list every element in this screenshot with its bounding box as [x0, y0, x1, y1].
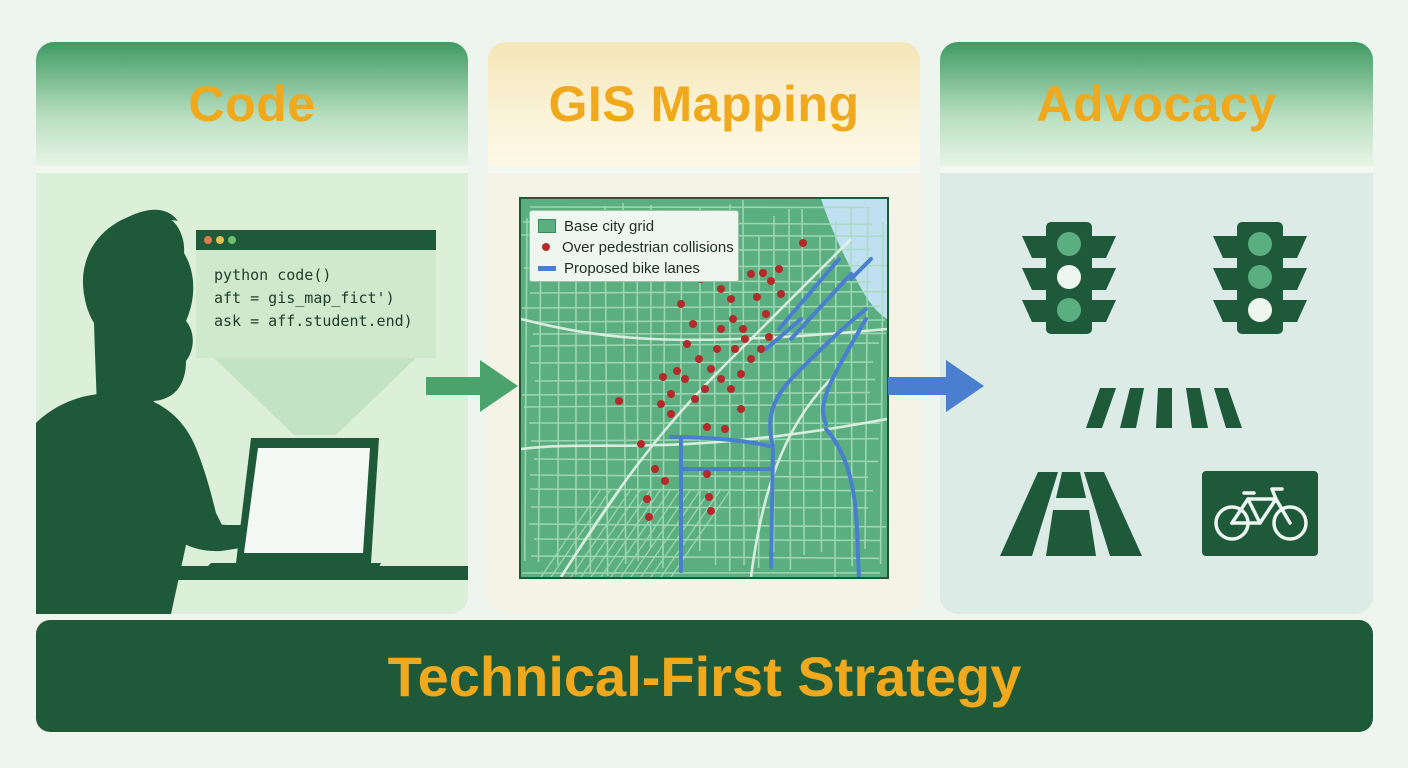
- traffic-light-icon: [1213, 222, 1307, 334]
- collision-dot: [717, 375, 725, 383]
- collision-dot: [707, 507, 715, 515]
- collision-dot: [681, 375, 689, 383]
- collision-dot: [775, 265, 783, 273]
- collision-dot: [659, 373, 667, 381]
- collision-dot: [689, 320, 697, 328]
- collision-dot: [727, 385, 735, 393]
- legend-label: Base city grid: [564, 217, 655, 235]
- gis-panel-title: GIS Mapping: [548, 76, 860, 132]
- crosswalk-icon: [1086, 388, 1242, 428]
- collision-dot: [667, 390, 675, 398]
- bicycle-sign-icon: [1202, 471, 1318, 556]
- collision-dot: [747, 355, 755, 363]
- legend-item: Proposed bike lanes: [538, 258, 700, 278]
- collision-dot: [717, 285, 725, 293]
- collision-dot: [695, 355, 703, 363]
- collision-dot: [741, 335, 749, 343]
- minimize-dot-icon: [216, 236, 224, 244]
- collision-dot: [767, 277, 775, 285]
- collision-dot: [757, 345, 765, 353]
- collision-dot: [737, 370, 745, 378]
- collision-dot: [703, 423, 711, 431]
- code-window: python code() aft = gis_map_fict')ask = a…: [196, 230, 436, 358]
- collision-dot: [691, 395, 699, 403]
- collision-dot: [643, 495, 651, 503]
- collision-dot: [651, 465, 659, 473]
- legend-item: Over pedestrian collisions: [538, 237, 734, 257]
- collision-dot: [673, 367, 681, 375]
- code-line: aft = gis_map_fict'): [214, 289, 395, 307]
- grid-swatch-icon: [538, 219, 556, 233]
- collision-dot: [747, 270, 755, 278]
- collision-dot: [705, 493, 713, 501]
- road-icon: [1000, 472, 1142, 556]
- collision-dot: [677, 300, 685, 308]
- map-canvas: [521, 199, 887, 577]
- collision-dot: [759, 269, 767, 277]
- collision-dot: [701, 385, 709, 393]
- collision-dot: [703, 470, 711, 478]
- collision-dot: [731, 345, 739, 353]
- divider: [940, 166, 1373, 173]
- gis-panel-header: GIS Mapping: [488, 42, 920, 166]
- divider: [36, 166, 468, 173]
- collision-dot-icon: [542, 243, 550, 251]
- divider: [488, 166, 920, 173]
- collision-dot: [683, 340, 691, 348]
- collision-dot: [753, 293, 761, 301]
- bike-lane-swatch-icon: [538, 265, 556, 271]
- legend-label: Over pedestrian collisions: [562, 238, 734, 256]
- person-silhouette-icon: [36, 209, 468, 614]
- collision-dot: [657, 400, 665, 408]
- collision-dot: [721, 425, 729, 433]
- code-window-titlebar: [196, 230, 436, 250]
- close-dot-icon: [204, 236, 212, 244]
- right-arrow-icon: [888, 360, 984, 412]
- collision-dot: [739, 325, 747, 333]
- collision-dot: [713, 345, 721, 353]
- collision-dot: [777, 290, 785, 298]
- collision-dot: [727, 295, 735, 303]
- collision-dot: [615, 397, 623, 405]
- maximize-dot-icon: [228, 236, 236, 244]
- collision-dot: [637, 440, 645, 448]
- code-panel-title: Code: [188, 76, 316, 132]
- collision-dot: [799, 239, 807, 247]
- collision-dot: [661, 477, 669, 485]
- legend-label: Proposed bike lanes: [564, 259, 700, 277]
- advocacy-panel-title: Advocacy: [1036, 76, 1277, 132]
- collision-dot: [729, 315, 737, 323]
- right-arrow-icon: [426, 360, 518, 412]
- advocacy-panel-header: Advocacy: [940, 42, 1373, 166]
- collision-dot: [645, 513, 653, 521]
- footer-title: Technical-First Strategy: [387, 644, 1022, 708]
- traffic-light-icon: [1022, 222, 1116, 334]
- code-line: python code(): [214, 266, 332, 284]
- collision-dot: [765, 333, 773, 341]
- collision-dot: [762, 310, 770, 318]
- collision-dot: [667, 410, 675, 418]
- code-line: ask = aff.student.end): [214, 312, 413, 330]
- footer-banner: Technical-First Strategy: [36, 620, 1373, 732]
- collision-dot: [707, 365, 715, 373]
- map-legend: Base city grid Over pedestrian collision…: [529, 210, 739, 282]
- collision-dot: [717, 325, 725, 333]
- collision-dot: [737, 405, 745, 413]
- legend-item: Base city grid: [538, 216, 654, 236]
- code-panel-header: Code: [36, 42, 468, 166]
- code-text: python code() aft = gis_map_fict')ask = a…: [196, 250, 436, 333]
